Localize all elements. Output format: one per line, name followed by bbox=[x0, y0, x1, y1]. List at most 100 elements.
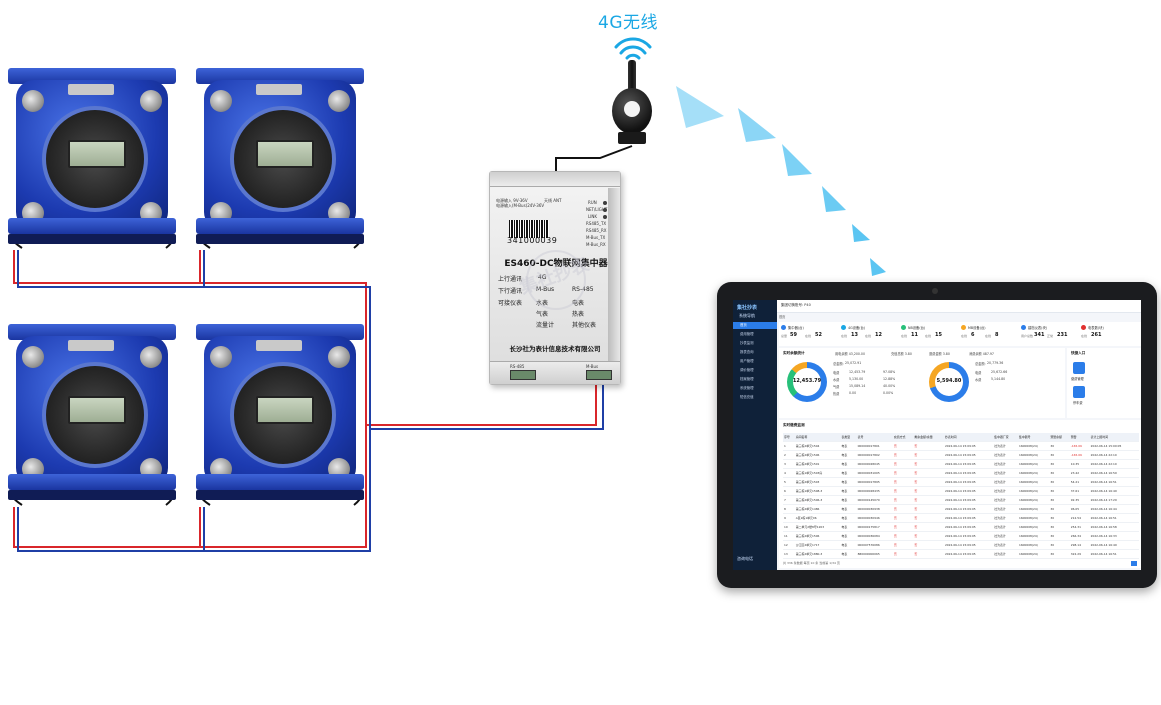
table-cell: 322.29 bbox=[1069, 549, 1090, 559]
stat-cards: 集中器(台) 总量 59 在线 52 4G设备(台) 在线 13 在线 12 N… bbox=[779, 322, 1141, 346]
table-cell: 否 bbox=[913, 522, 944, 532]
led-label: LINK bbox=[588, 214, 598, 219]
total-value: 25,072.91 bbox=[845, 361, 862, 365]
meter-nameplate bbox=[196, 490, 364, 500]
meter-label: 可接仪表 bbox=[498, 300, 523, 307]
meter-option: 电表 bbox=[572, 300, 585, 307]
table-cell: 266.34 bbox=[1069, 531, 1090, 541]
table-cell: 2022-06-14 15:09:05 bbox=[943, 441, 994, 451]
payment-button[interactable] bbox=[1073, 362, 1085, 374]
stat-card[interactable]: 建档仪表(块) 用户总数 341 正常 231 bbox=[1021, 324, 1079, 344]
table-cell: 000000028045 bbox=[856, 459, 893, 469]
table-cell: 第三栋2单元1504 bbox=[794, 441, 841, 451]
table-cell: 第二单元2楼8号1203 bbox=[794, 522, 841, 532]
table-cell: 3 bbox=[783, 459, 795, 469]
meter-flange bbox=[196, 474, 364, 490]
column-header: 表号 bbox=[856, 433, 893, 442]
table-cell: 2022-06-14 16:49 bbox=[1089, 540, 1139, 550]
wifi-icon bbox=[614, 37, 652, 60]
antenna-base bbox=[618, 132, 646, 144]
table-cell: 2022-06-14 15:09:05 bbox=[943, 486, 994, 496]
table-cell: 1600008(24) bbox=[1018, 513, 1050, 523]
table-cell: 000000017895 bbox=[856, 477, 893, 487]
tab-home[interactable]: 首页 bbox=[779, 315, 786, 319]
port-label: M-Bus bbox=[586, 364, 599, 369]
table-cell: 1600008(24) bbox=[1018, 504, 1050, 514]
pagination-button[interactable] bbox=[1131, 561, 1137, 566]
table-cell: 第三栋2单元1503 bbox=[794, 477, 841, 487]
fee-amount: 12,453.79 bbox=[849, 370, 866, 374]
table-cell: 社为表计 bbox=[993, 486, 1018, 496]
table-cell: 否 bbox=[913, 495, 944, 505]
table-cell: 2022-06-14 15:09:05 bbox=[1089, 441, 1139, 451]
fee-percent: 40.00% bbox=[883, 384, 896, 388]
wireless-arrow bbox=[870, 258, 886, 276]
table-cell: 否 bbox=[892, 495, 914, 505]
nav-item-archives[interactable]: 档案管理 bbox=[740, 377, 754, 381]
water-meter bbox=[196, 324, 364, 502]
table-cell: 电表 bbox=[840, 531, 857, 541]
stat-card[interactable]: 集中器(台) 总量 59 在线 52 bbox=[781, 324, 839, 344]
nav-header: 系统导航 bbox=[739, 313, 755, 318]
fee-percent: 12.88% bbox=[883, 377, 896, 381]
table-cell: 第三栋1单元1508-3 bbox=[794, 486, 841, 496]
table-cell: 社为表计 bbox=[993, 540, 1018, 550]
nav-item-sms[interactable]: 短信充值 bbox=[740, 395, 754, 399]
nav-item-pricing[interactable]: 调价管理 bbox=[740, 368, 754, 372]
nav-item-monitoring[interactable]: 抄表监测 bbox=[740, 341, 754, 345]
stat-card[interactable]: 4G设备(台) 在线 13 在线 12 bbox=[841, 324, 899, 344]
column-header: 剩余金额/余量 bbox=[913, 433, 944, 442]
table-cell: 1600008(24) bbox=[1018, 468, 1050, 478]
meter-display bbox=[256, 396, 314, 424]
stat-key: 在线 bbox=[901, 334, 908, 338]
quick-panel-title: 快捷入口 bbox=[1071, 351, 1086, 355]
stat-title: 4G设备(台) bbox=[848, 326, 866, 330]
bolt-icon bbox=[210, 90, 232, 112]
meter-option: 其他仪表 bbox=[572, 322, 597, 329]
table-cell: 否 bbox=[892, 522, 914, 532]
balance-donut-left bbox=[787, 362, 827, 402]
meter-nameplate bbox=[196, 234, 364, 244]
table-cell: 电表 bbox=[840, 540, 857, 550]
meter-option: 流量计 bbox=[536, 322, 555, 329]
bolt-icon bbox=[140, 90, 162, 112]
nav-item-reports[interactable]: 报表查询 bbox=[740, 350, 754, 354]
stat-card[interactable]: 电表数(块) 在线 261 bbox=[1081, 324, 1139, 344]
stat-card[interactable]: NB设备(台) 在线 11 在线 15 bbox=[901, 324, 959, 344]
table-cell: 2022-06-14 22:10 bbox=[1089, 459, 1139, 469]
fee-percent: 97.08% bbox=[883, 370, 896, 374]
nav-item-fees[interactable]: 费用管理 bbox=[740, 332, 754, 336]
table-cell: 1600008(24) bbox=[1018, 441, 1050, 451]
nav-item-users[interactable]: 用户管理 bbox=[740, 359, 754, 363]
stat-card[interactable]: MB设备(台) 在线 6 在线 8 bbox=[961, 324, 1019, 344]
table-cell: 1600008(24) bbox=[1018, 531, 1050, 541]
table-cell: 13 bbox=[783, 549, 795, 559]
led-label: M-Bus_RX bbox=[586, 242, 606, 247]
column-header: 表计上报时间 bbox=[1089, 433, 1139, 442]
wireless-arrow bbox=[822, 186, 846, 212]
breadcrumb[interactable]: 集团切换账号: P40 bbox=[781, 303, 811, 307]
sidebar: 集社抄表 系统导航 首页 费用管理 抄表监测 报表查询 用户管理 调价管理 档案… bbox=[733, 300, 777, 570]
nav-item-system[interactable]: 系统管理 bbox=[740, 386, 754, 390]
table-cell: 电表 bbox=[840, 504, 857, 514]
table-cell: 298.14 bbox=[1069, 540, 1090, 550]
bolt-icon bbox=[328, 90, 350, 112]
wireless-arrow bbox=[676, 86, 724, 128]
concentrator-side bbox=[608, 188, 620, 364]
table-cell: 社为表计 bbox=[993, 549, 1018, 559]
nav-item-home[interactable]: 首页 bbox=[733, 322, 777, 329]
parking-button[interactable] bbox=[1073, 386, 1085, 398]
